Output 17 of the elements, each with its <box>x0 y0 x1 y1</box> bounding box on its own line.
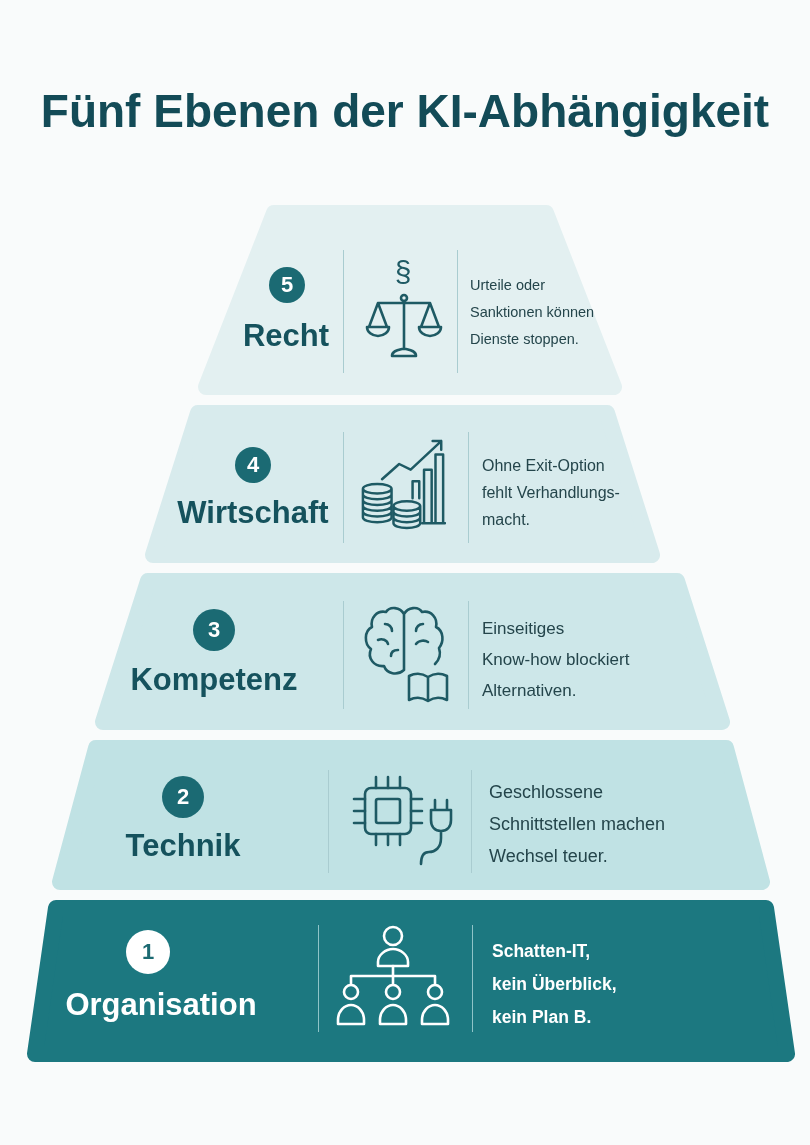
pyramid-tier <box>52 740 770 890</box>
tier-title: Organisation <box>65 987 257 1023</box>
pyramid-tier <box>145 405 660 563</box>
pyramid-tier <box>27 900 795 1062</box>
tier-title: Kompetenz <box>130 662 298 698</box>
tier-description: Geschlossene Schnittstellen machen Wechsel teuer. <box>489 781 667 868</box>
tier-title: Technik <box>125 828 241 864</box>
tier-description: Schatten-IT, kein Überblick, kein Plan B. <box>492 940 618 1029</box>
diagram-title: Fünf Ebenen der KI-Abhängigkeit <box>40 84 770 139</box>
paragraph-sign: § <box>393 255 413 289</box>
tier-title: Wirtschaft <box>177 495 329 531</box>
pyramid-tier <box>95 573 730 730</box>
tier-description: Urteile oder Sanktionen können Dienste stoppen. <box>470 276 596 349</box>
tier-description: Einseitiges Know-how blockiert Alternativen. <box>482 618 631 702</box>
tier-title: Recht <box>242 318 330 354</box>
tier-description: Ohne Exit-Option fehlt Verhandlungs- macht. <box>482 456 621 530</box>
pyramid-tier <box>198 205 622 395</box>
